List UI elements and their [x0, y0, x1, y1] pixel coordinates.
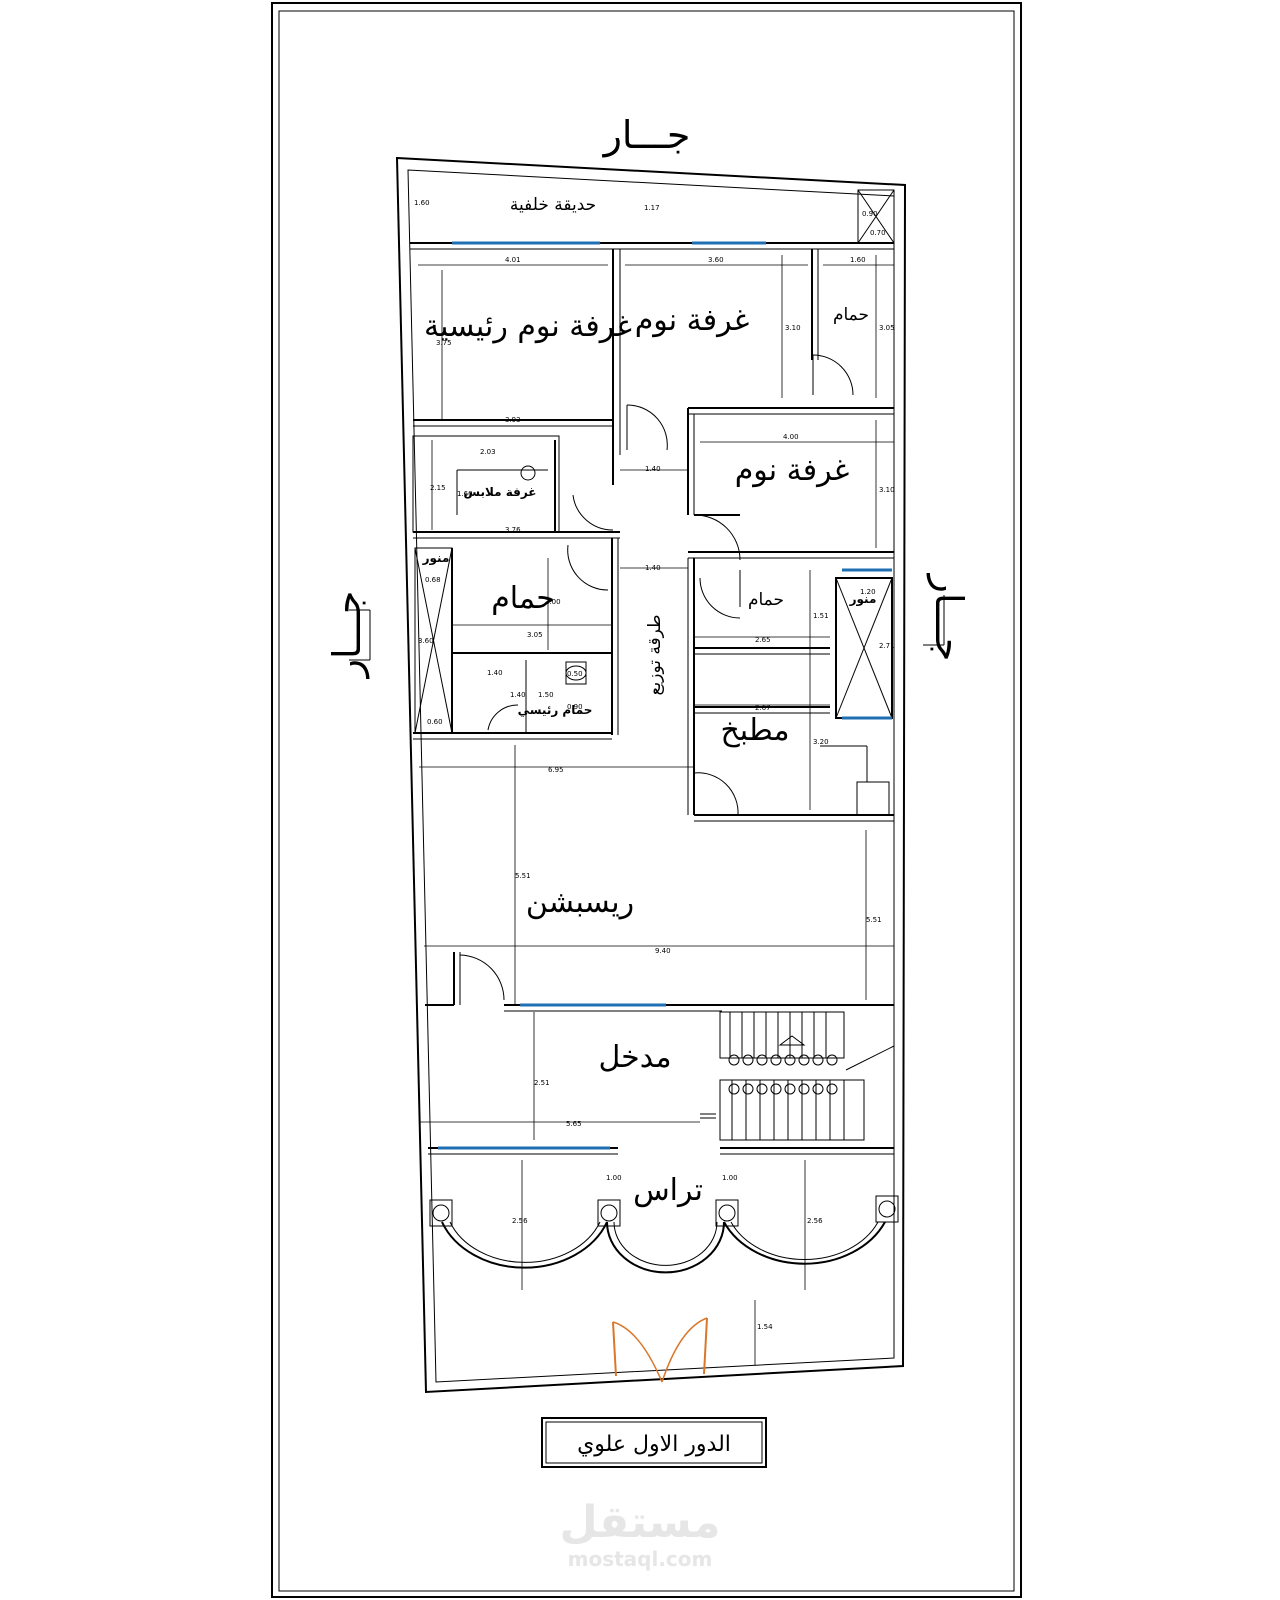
dim-text: 5.51 — [866, 916, 882, 924]
dim-text: 0.90 — [862, 210, 878, 218]
dim-text: 2.15 — [430, 484, 446, 492]
master-bathroom-label: حمام رئيسي — [518, 703, 593, 718]
dim-text: 0.68 — [425, 576, 441, 584]
staircase — [700, 1011, 895, 1141]
dim-text: 2.56 — [807, 1217, 823, 1225]
bedroom-1-label: غرفة نوم — [635, 303, 750, 338]
terrace-arches — [429, 1195, 899, 1274]
door-swings — [459, 354, 854, 1001]
dim-text: 1.50 — [538, 691, 554, 699]
entrance-label: مدخل — [598, 1040, 671, 1075]
title-frame — [541, 1417, 767, 1468]
dim-text: 3.60 — [708, 256, 724, 264]
dim-text: 3.10 — [879, 486, 895, 494]
dim-text: 2.51 — [534, 1079, 550, 1087]
dim-text: 0.60 — [427, 718, 443, 726]
bathroom-1-label: حمام — [833, 305, 869, 325]
bathroom-2-label: حمام — [491, 581, 555, 616]
bedroom-2-label: غرفة نوم — [735, 453, 850, 488]
dim-text: 4.00 — [783, 433, 799, 441]
back-garden-label: حديقة خلفية — [510, 195, 596, 215]
neighbor-marker-right — [923, 595, 945, 646]
terrace-label: تراس — [633, 1173, 703, 1208]
neighbor-left-label: جـــار — [325, 591, 369, 680]
dim-text: 2.56 — [512, 1217, 528, 1225]
dim-text: 3.05 — [527, 631, 543, 639]
dimension-lines — [418, 255, 894, 1365]
bathroom-3-label: حمام — [748, 590, 784, 610]
dim-text: 3.75 — [436, 339, 452, 347]
dim-text: 1.40 — [645, 564, 661, 572]
dim-text: 2.65 — [755, 636, 771, 644]
dim-text: 1.40 — [487, 669, 503, 677]
dim-text: 2.71 — [879, 642, 895, 650]
kitchen-counter — [856, 781, 890, 816]
drawing-title: الدور الاول علوي — [577, 1432, 731, 1457]
kitchen-label: مطبخ — [720, 713, 789, 748]
master-bedroom-label: غرفة نوم رئيسية — [424, 309, 632, 344]
dim-text: 2.03 — [480, 448, 496, 456]
dim-text: 6.95 — [548, 766, 564, 774]
building-outline-inner — [407, 169, 895, 1383]
garden-shaft — [857, 189, 895, 244]
dim-text: 0.90 — [567, 703, 583, 711]
neighbor-top-label: جـــار — [602, 113, 691, 157]
dim-text: 3.93 — [505, 416, 521, 424]
dim-text: 1.00 — [606, 1174, 622, 1182]
building-outline-outer — [395, 156, 907, 1394]
dim-text: 3.60 — [418, 637, 434, 645]
dim-text: 1.20 — [860, 588, 876, 596]
watermark-logo: مستقل — [560, 1497, 721, 1548]
dim-text: 1.60 — [850, 256, 866, 264]
dim-text: 4.01 — [505, 256, 521, 264]
dim-text: 1.51 — [813, 612, 829, 620]
dim-text: 2.67 — [755, 704, 771, 712]
shaft-2-label: منور — [849, 592, 877, 607]
dim-text: 1.54 — [757, 1323, 773, 1331]
sheet-inner-frame — [278, 10, 1015, 1592]
shaft-1-label: منور — [422, 551, 450, 566]
dim-text: 2.00 — [545, 598, 561, 606]
dim-text: 1.17 — [644, 204, 660, 212]
dim-text: 3.05 — [879, 324, 895, 332]
dim-text: 1.60 — [457, 490, 473, 498]
dim-text: 3.76 — [505, 526, 521, 534]
dim-text: 3.20 — [813, 738, 829, 746]
dim-text: 3.10 — [785, 324, 801, 332]
entrance-gate — [612, 1317, 708, 1383]
dim-text: 5.65 — [566, 1120, 582, 1128]
dressing-room-label: غرفة ملابس — [464, 485, 537, 499]
neighbor-marker-left — [349, 609, 371, 661]
dim-text: 1.00 — [722, 1174, 738, 1182]
reception-label: ريسبشن — [526, 885, 634, 920]
sheet-frame — [271, 2, 1022, 1598]
corridor-label: طرقة توزيع — [645, 614, 665, 695]
dim-text: 0.70 — [870, 229, 886, 237]
dim-text: 5.51 — [515, 872, 531, 880]
dim-text: 1.40 — [510, 691, 526, 699]
dim-text: 9.40 — [655, 947, 671, 955]
watermark-url: mostaql.com — [568, 1547, 713, 1571]
dim-text: 1.60 — [414, 199, 430, 207]
neighbor-right-label: جـــار — [927, 573, 971, 662]
dim-text: 1.40 — [645, 465, 661, 473]
dim-text: 0.50 — [567, 670, 583, 678]
